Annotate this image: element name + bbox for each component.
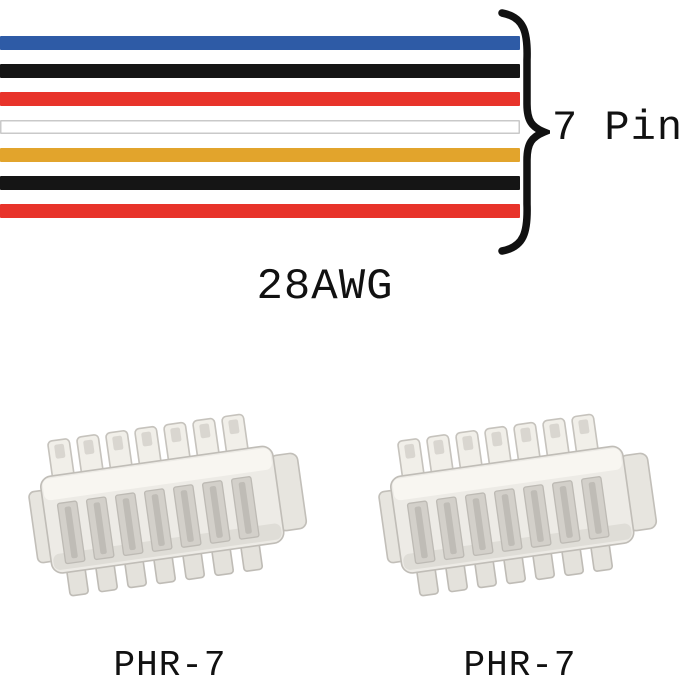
connector-label-right: PHR-7: [463, 645, 577, 686]
wire: [0, 36, 520, 50]
wire: [0, 92, 520, 106]
brace-icon: [498, 9, 550, 255]
wire: [0, 176, 520, 190]
wire: [0, 64, 520, 78]
wire: [0, 120, 520, 134]
wire: [0, 148, 520, 162]
pin-count-label: 7 Pin: [552, 104, 684, 152]
connector-label-left: PHR-7: [113, 645, 227, 686]
wire-stack: [0, 36, 520, 232]
wire-gauge-label: 28AWG: [256, 262, 394, 312]
connector-image-right: [365, 378, 675, 633]
phr7-connector-icon: [20, 406, 313, 601]
wire: [0, 204, 520, 218]
phr7-connector-icon: [370, 406, 663, 601]
connector-image-left: [15, 378, 325, 633]
